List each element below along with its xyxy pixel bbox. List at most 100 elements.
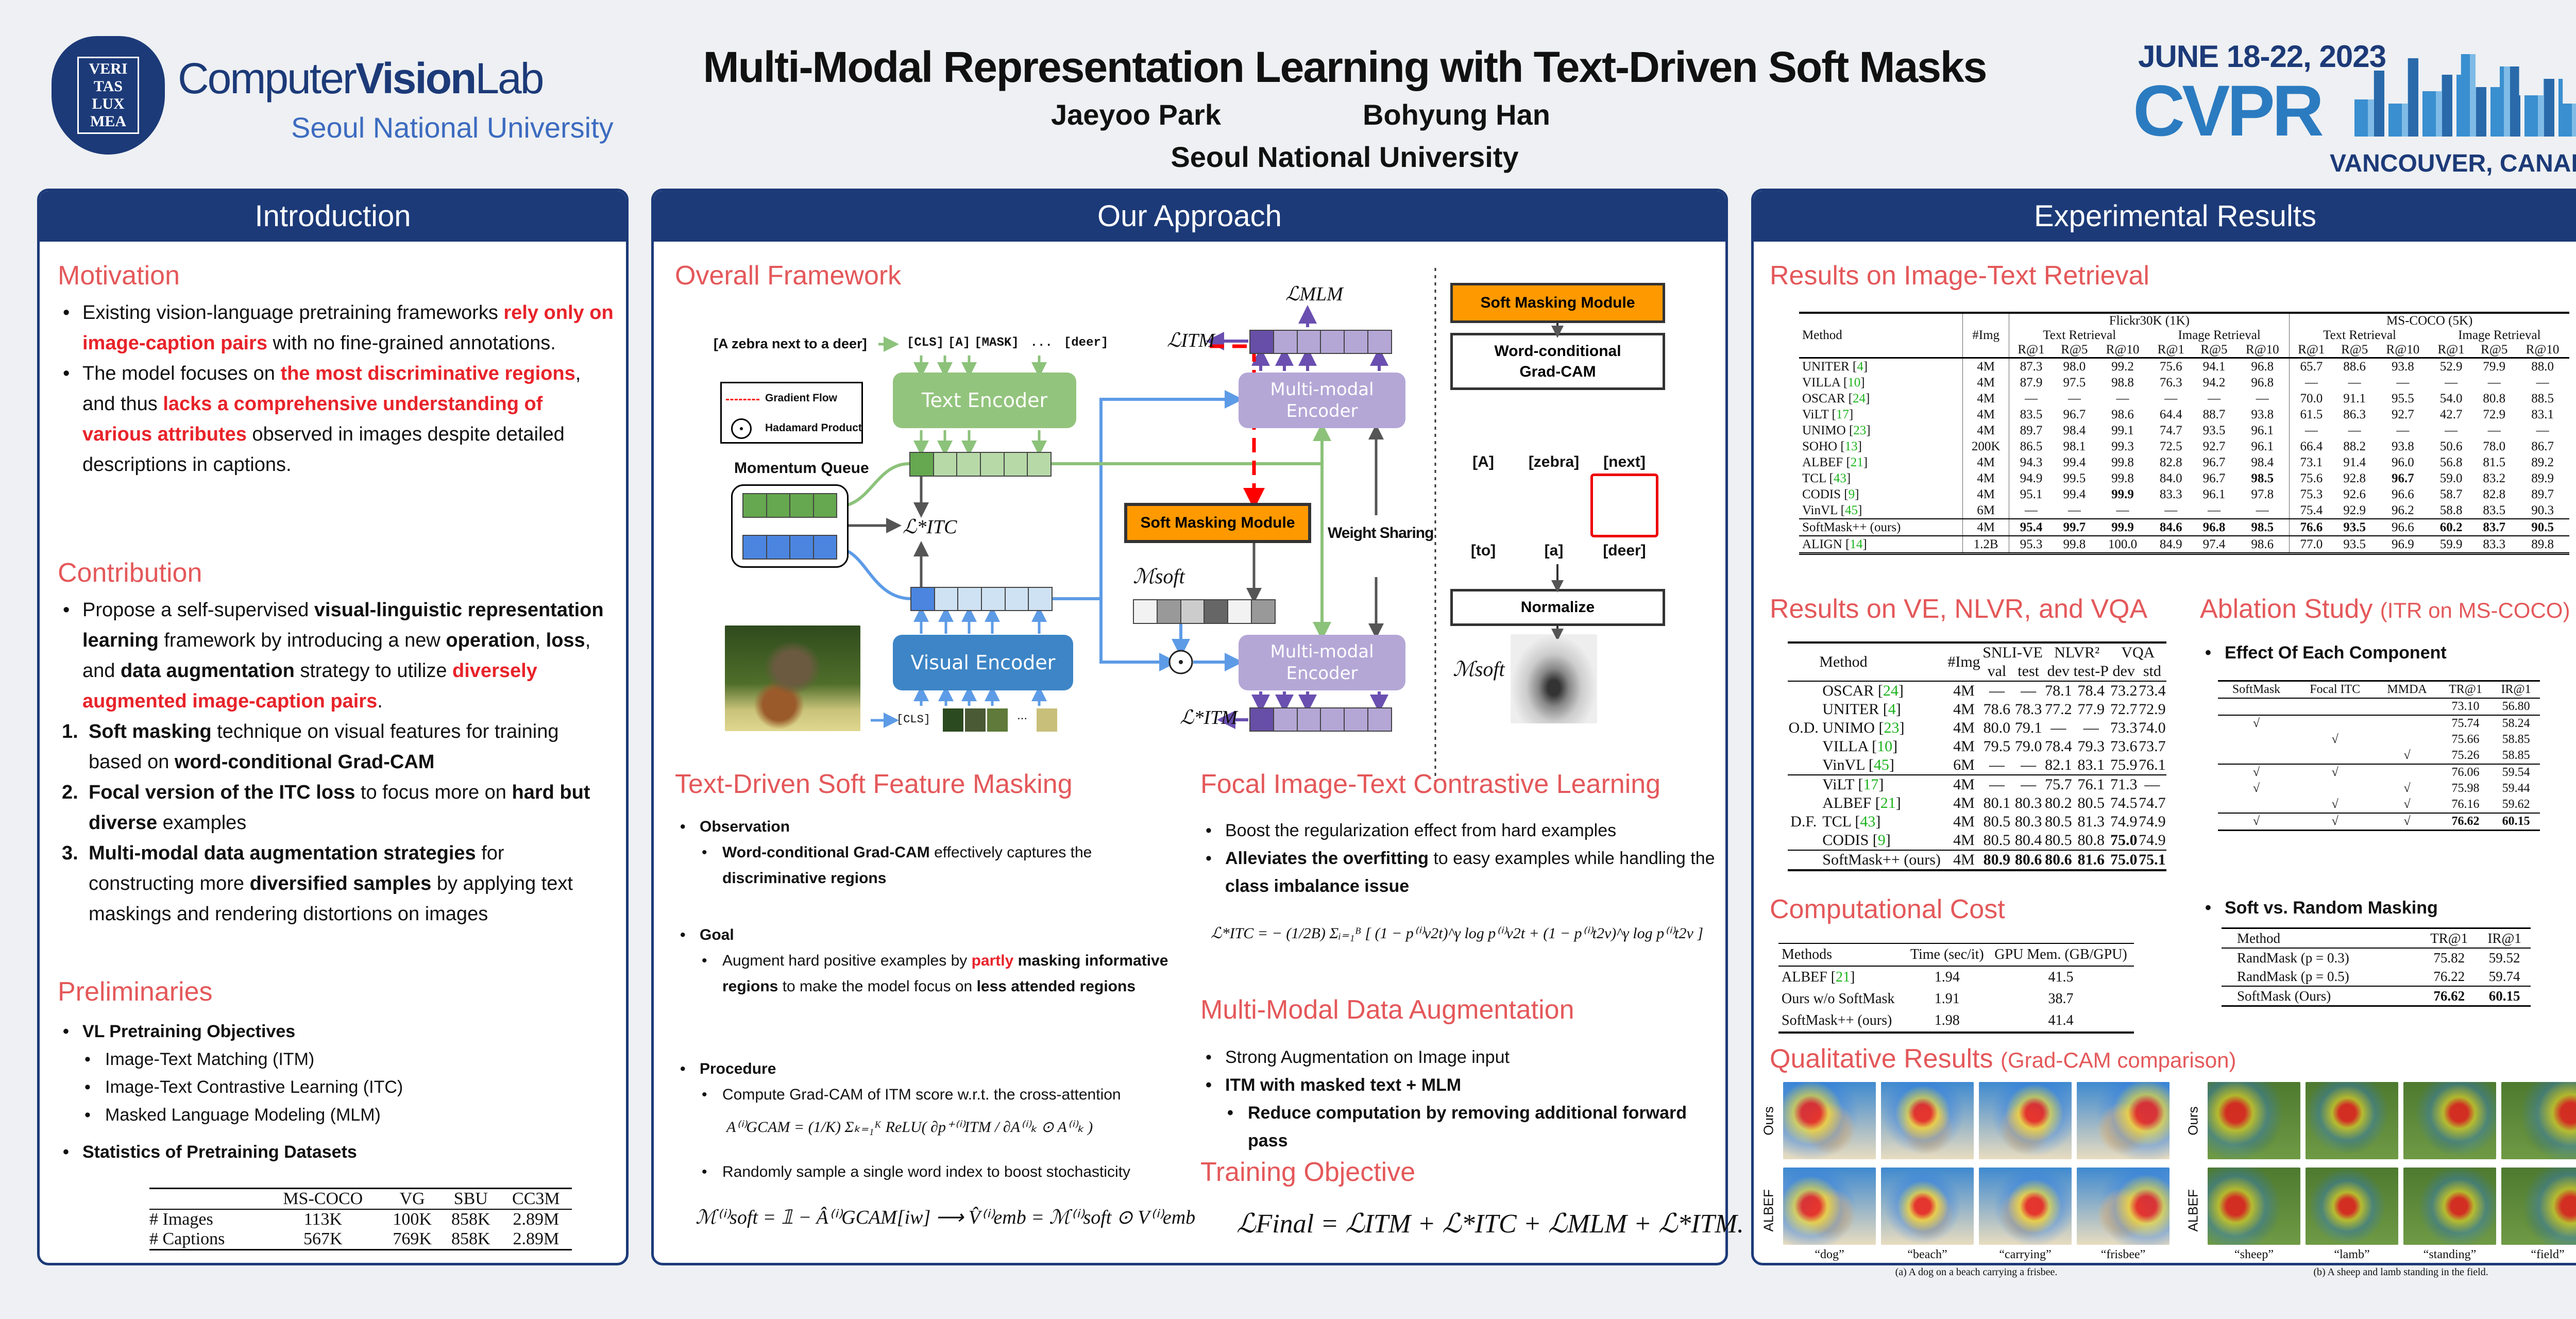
col-header: IR@1 <box>2487 931 2521 946</box>
image-features <box>910 587 1053 611</box>
table-cell: — <box>2289 375 2333 391</box>
lab-name-part: Lab <box>475 54 544 103</box>
table-cell: 93.5 <box>2343 537 2366 551</box>
goal-block: Goal Augment hard positive examples by p… <box>675 922 1190 1000</box>
table-cell: 858K <box>451 1229 490 1248</box>
check-icon: √ <box>2252 717 2260 730</box>
table-cell: 86.7 <box>2531 439 2554 453</box>
ir-value: 59.44 <box>2502 782 2530 795</box>
citation-number: 4 <box>1857 360 1863 374</box>
method-name: OSCAR <box>1802 392 1845 405</box>
method-cell: VILLA10 <box>1799 375 1963 391</box>
table-cell: 98.0 <box>2063 359 2086 374</box>
table-cell: 76.6 <box>2289 519 2333 536</box>
text-segment: examples <box>157 812 247 834</box>
check-icon: √ <box>2252 782 2260 795</box>
table-cell: 94.3 <box>2020 455 2043 469</box>
group-label <box>1788 737 1819 756</box>
citation-number: 17 <box>1836 408 1849 421</box>
table-cell: 96.6 <box>2392 487 2414 501</box>
soft-mask-row <box>1133 599 1276 624</box>
text-segment: Focal version of the ITC loss <box>89 782 355 803</box>
check-icon: √ <box>2331 733 2338 746</box>
table-cell: 66.4 <box>2289 438 2333 454</box>
table-cell: 91.4 <box>2343 455 2366 469</box>
procedure-step: Randomly sample a single word index to b… <box>675 1159 1190 1185</box>
table-cell: 77.9 <box>2077 701 2105 718</box>
table-cell: 90.5 <box>2531 520 2554 534</box>
empty-cell <box>2218 797 2295 813</box>
table-cell: 98.5 <box>2251 520 2274 534</box>
method-cell: VinVL45 <box>1819 756 1947 775</box>
method-name: UNIMO <box>1822 719 1875 736</box>
table-row: VILLA104M87.997.598.876.394.296.8—————— <box>1799 375 2569 391</box>
empty-cell <box>2295 781 2375 797</box>
qual-caption: (a) A dog on a beach carrying a frisbee. <box>1895 1266 2058 1278</box>
method-name: TCL <box>1822 813 1851 830</box>
table-cell: 83.7 <box>2483 520 2506 534</box>
tr-value: 75.66 <box>2451 733 2480 746</box>
masking-heading: Text-Driven Soft Feature Masking <box>675 769 1073 799</box>
table-cell: 75.7 <box>2045 776 2072 793</box>
text-segment: with no fine-grained annotations. <box>267 332 556 354</box>
table-row: ViLT174M——75.776.171.3— <box>1788 775 2166 794</box>
table-cell: 96.9 <box>2392 537 2414 551</box>
goal-label: Goal <box>675 922 1190 948</box>
check-icon: √ <box>2403 749 2411 762</box>
method-name: UNIMO <box>1802 424 1846 437</box>
table-cell: 83.5 <box>2020 407 2043 421</box>
table-cell: 99.1 <box>2111 423 2134 437</box>
text-segment: the most discriminative regions <box>280 363 575 384</box>
multimodal-encoder-top: Multi-modal Encoder <box>1239 373 1405 428</box>
table-cell: 98.4 <box>2063 423 2086 437</box>
col-metric: R@1 <box>2018 343 2045 357</box>
table-cell: 99.5 <box>2063 471 2086 485</box>
citation-number: 45 <box>1873 756 1889 773</box>
patch-ellipsis: ... <box>1016 708 1027 722</box>
table-cell: 80.5 <box>1983 813 2011 830</box>
table-cell: — <box>2164 391 2178 405</box>
ir-value: 60.15 <box>2502 815 2530 828</box>
weight-sharing-label: Weight Sharing <box>1328 525 1434 542</box>
retrieval-heading: Results on Image-Text Retrieval <box>1770 261 2149 291</box>
method-name: SoftMask++ (ours) <box>1782 1012 1892 1028</box>
ir-value: 59.52 <box>2488 950 2520 966</box>
citation-number: 14 <box>1850 537 1863 551</box>
qualitative-heading: Qualitative Results (Grad-CAM comparison… <box>1770 1043 2236 1074</box>
citation: 43 <box>1851 813 1881 830</box>
col-tr: Text Retrieval <box>2043 328 2116 342</box>
gradcam-result-image <box>1783 1168 1876 1245</box>
group-label <box>1788 850 1819 870</box>
table-cell: 60.2 <box>2439 520 2463 534</box>
table-row: VinVL456M——82.183.175.976.1 <box>1788 756 2166 775</box>
table-cell: 99.7 <box>2063 520 2086 534</box>
lab-logo: VERI TAS LUX MEA ComputerVisionLab Seoul… <box>52 36 614 160</box>
text-segment: Multi-modal data augmentation strategies <box>89 842 476 864</box>
method-name: SoftMask++ (ours) <box>1822 851 1941 868</box>
text-segment: diversely augmented image-caption pairs <box>82 660 537 712</box>
gradcam-result-image <box>2077 1168 2170 1245</box>
table-cell: 76.3 <box>2159 375 2182 390</box>
table-cell: 97.8 <box>2251 487 2274 501</box>
col-metric: R@5 <box>2341 343 2368 357</box>
table-cell: — <box>2116 503 2129 517</box>
numbered-item: 3.Multi-modal data augmentation strategi… <box>58 838 614 929</box>
table-cell: 99.8 <box>2063 537 2086 551</box>
table-row: UNITER44M78.678.377.277.972.772.9 <box>1788 700 2166 719</box>
table-cell: 99.2 <box>2111 359 2134 374</box>
citation: 4 <box>1879 701 1901 718</box>
method-name: VILLA <box>1822 738 1868 755</box>
table-cell: 769K <box>393 1229 432 1248</box>
col-metric: R@10 <box>2386 343 2420 357</box>
col-metric: R@5 <box>2061 343 2088 357</box>
group-label <box>1788 794 1819 813</box>
citation-number: 9 <box>1848 487 1855 501</box>
method-cell: RandMask (p = 0.3) <box>2237 950 2349 966</box>
table-cell: — <box>2024 503 2038 517</box>
